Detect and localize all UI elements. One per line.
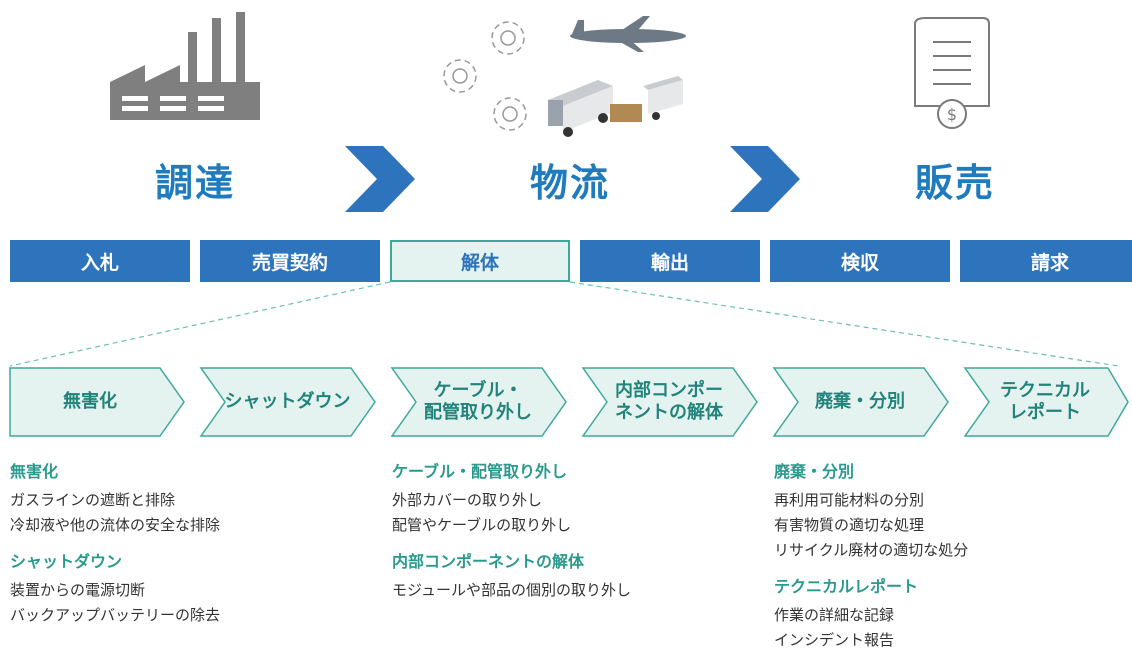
- zoom-line-left: [9, 281, 391, 367]
- stage-title-sales: 販売: [914, 161, 995, 205]
- detail-group-disposal: 廃棄・分別 再利用可能材料の分別 有害物質の適切な処理 リサイクル廃材の適切な処…: [774, 458, 1114, 563]
- step-disposal: 廃棄・分別: [784, 368, 936, 436]
- step-shape-1: [9, 367, 185, 437]
- svg-text:$: $: [947, 105, 957, 124]
- chevron-right-icon: [730, 146, 800, 212]
- detail-group-cable-removal: ケーブル・配管取り外し 外部カバーの取り外し 配管やケーブルの取り外し: [392, 458, 732, 538]
- step-detox: 無害化: [10, 368, 170, 436]
- process-step-inspection: 検収: [770, 240, 950, 282]
- detail-item: ガスラインの遮断と排除: [10, 491, 176, 509]
- step-cable-removal: ケーブル・ 配管取り外し: [402, 368, 554, 436]
- detail-item: 配管やケーブルの取り外し: [392, 516, 572, 534]
- process-step-bidding: 入札: [10, 240, 190, 282]
- step-label-line: 内部コンポー: [615, 380, 723, 402]
- step-shape-6: [963, 367, 1129, 437]
- detail-item: モジュールや部品の個別の取り外し: [392, 581, 631, 599]
- step-label-line: レポート: [1009, 402, 1081, 423]
- step-label-line: ケーブル・: [433, 380, 523, 402]
- details-column-2: ケーブル・配管取り外し 外部カバーの取り外し 配管やケーブルの取り外し 内部コン…: [392, 458, 732, 613]
- detail-item: 冷却液や他の流体の安全な排除: [10, 516, 221, 534]
- detail-item: 外部カバーの取り外し: [392, 491, 543, 509]
- detail-item: 作業の詳細な記録: [774, 606, 895, 624]
- detail-group-technical-report: テクニカルレポート 作業の詳細な記録 インシデント報告: [774, 573, 1114, 653]
- step-shape-2: [199, 367, 376, 437]
- chevron-right-icon: [345, 146, 415, 212]
- invoice-icon: $: [914, 17, 990, 129]
- step-shape-3: [390, 367, 567, 437]
- stage-title-logistics: 物流: [529, 161, 610, 205]
- zoom-line-right: [569, 281, 1119, 367]
- detail-item: バックアップバッテリーの除去: [10, 606, 221, 624]
- stage-title-procurement: 調達: [154, 161, 235, 205]
- step-technical-report: テクニカル レポート: [975, 368, 1115, 436]
- factory-icon: [110, 12, 260, 120]
- detail-heading: ケーブル・配管取り外し: [392, 462, 568, 481]
- step-label-line: ネントの解体: [615, 402, 723, 423]
- details-column-3: 廃棄・分別 再利用可能材料の分別 有害物質の適切な処理 リサイクル廃材の適切な処…: [774, 458, 1114, 663]
- detail-heading: 廃棄・分別: [774, 462, 855, 481]
- process-step-contract: 売買契約: [200, 240, 380, 282]
- step-label-line: 廃棄・分別: [815, 391, 905, 413]
- step-label-line: 無害化: [63, 391, 117, 413]
- detail-heading: テクニカルレポート: [774, 577, 919, 596]
- process-step-export: 輸出: [580, 240, 760, 282]
- detail-heading: 内部コンポーネントの解体: [392, 552, 585, 571]
- step-label-line: テクニカル: [1000, 380, 1090, 402]
- detail-item: 有害物質の適切な処理: [774, 516, 925, 534]
- detail-heading: シャットダウン: [10, 552, 123, 571]
- detail-heading: 無害化: [10, 462, 59, 481]
- detail-group-internal-dismantling: 内部コンポーネントの解体 モジュールや部品の個別の取り外し: [392, 548, 732, 603]
- process-step-billing: 請求: [960, 240, 1132, 282]
- logistics-icon: [443, 16, 686, 137]
- detail-group-shutdown: シャットダウン 装置からの電源切断 バックアップバッテリーの除去: [10, 548, 350, 628]
- detail-item: 再利用可能材料の分別: [774, 491, 925, 509]
- step-internal-dismantling: 内部コンポー ネントの解体: [593, 368, 745, 436]
- step-label-line: シャットダウン: [224, 391, 351, 413]
- detail-item: 装置からの電源切断: [10, 581, 146, 599]
- detail-group-detox: 無害化 ガスラインの遮断と排除 冷却液や他の流体の安全な排除: [10, 458, 350, 538]
- process-step-dismantling: 解体: [390, 240, 570, 282]
- details-column-1: 無害化 ガスラインの遮断と排除 冷却液や他の流体の安全な排除 シャットダウン 装…: [10, 458, 350, 638]
- step-shape-4: [581, 367, 758, 437]
- detail-item: インシデント報告: [774, 631, 895, 649]
- detail-item: リサイクル廃材の適切な処分: [774, 541, 969, 559]
- step-shutdown: シャットダウン: [205, 368, 370, 436]
- step-shape-5: [772, 367, 949, 437]
- step-label-line: 配管取り外し: [424, 402, 532, 423]
